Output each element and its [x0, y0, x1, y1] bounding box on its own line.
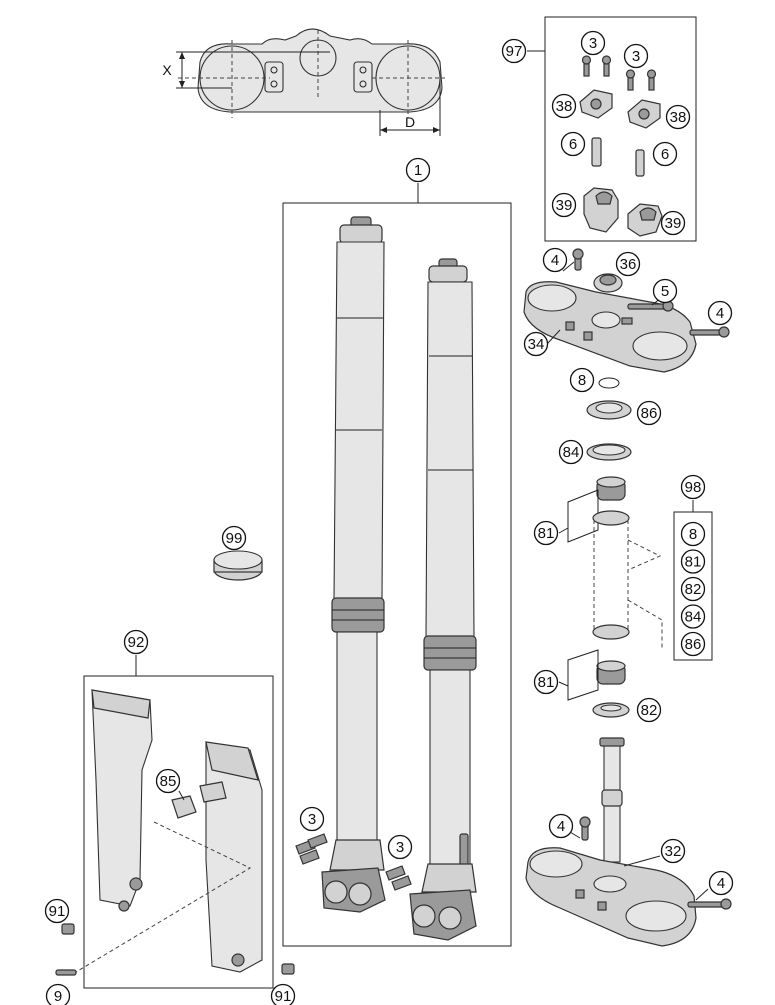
callout-number: 85 [160, 773, 177, 790]
callout-c39b: 39 [660, 210, 686, 236]
callout-c34: 34 [523, 331, 549, 357]
callout-c3d: 3 [387, 834, 413, 860]
callout-number: 81 [538, 674, 555, 691]
callout-number: 91 [275, 988, 292, 1005]
callout-number: 4 [557, 818, 565, 835]
callout-number: 98 [685, 479, 702, 496]
callout-number: 92 [128, 634, 145, 651]
kit-item-k86: 86 [680, 631, 706, 657]
callout-number: 97 [506, 43, 523, 60]
callout-number: 32 [665, 843, 682, 860]
callout-c92: 92 [123, 629, 149, 655]
callout-number: 3 [632, 48, 640, 65]
kit-item-k84: 84 [680, 604, 706, 629]
callout-number: 6 [569, 136, 577, 153]
fork-clamp-bolts [295, 833, 412, 891]
callout-number: 5 [661, 283, 669, 300]
callout-number: 6 [661, 146, 669, 163]
callout-c3c: 3 [299, 806, 325, 832]
callout-c32: 32 [660, 838, 686, 864]
callout-c81b: 81 [533, 669, 559, 695]
kit-item-number: 86 [685, 636, 702, 653]
kit-item-number: 81 [685, 554, 702, 571]
callout-number: 36 [620, 256, 637, 273]
callout-number: 3 [308, 811, 316, 828]
callout-c86: 86 [636, 400, 662, 426]
callout-c4c: 4 [548, 813, 574, 839]
callout-c98: 98 [680, 474, 706, 500]
callout-c91a: 91 [44, 898, 70, 924]
callout-number: 39 [556, 197, 573, 214]
callout-number: 99 [226, 530, 243, 547]
callout-number: 1 [414, 162, 422, 179]
callout-number: 34 [528, 336, 545, 353]
callout-number: 82 [641, 702, 658, 719]
callout-c4a: 4 [542, 247, 568, 273]
callout-number: 91 [49, 903, 66, 920]
callout-number: 4 [717, 875, 725, 892]
callout-c99: 99 [221, 525, 247, 551]
callout-c85: 85 [155, 768, 181, 794]
fork-protector-kit [55, 655, 295, 989]
bearing-kit-list [673, 500, 713, 661]
callout-c82: 82 [636, 697, 662, 723]
callout-c38b: 38 [665, 104, 691, 130]
callout-c6b: 6 [652, 141, 678, 167]
callout-number: 8 [578, 372, 586, 389]
callout-c81a: 81 [533, 520, 559, 546]
clamp-screws [581, 55, 657, 91]
kit-item-number: 8 [689, 526, 697, 543]
callout-c9: 9 [45, 983, 71, 1005]
fork-ring-99 [213, 550, 263, 581]
callout-c3a: 3 [580, 30, 606, 56]
steering-bearing-stack [567, 377, 663, 718]
callout-number: 81 [538, 525, 555, 542]
kit-item-k82: 82 [680, 576, 706, 602]
callout-number: 4 [716, 305, 724, 322]
right-fork-leg [409, 258, 477, 941]
callout-c3b: 3 [623, 43, 649, 69]
kit-list-labels: 8 81 82 84 86 [680, 521, 706, 657]
leader-lines [178, 261, 709, 901]
callout-c8: 8 [569, 367, 595, 393]
callout-number: 9 [54, 988, 62, 1005]
callout-number: 4 [551, 252, 559, 269]
kit-item-k8: 8 [680, 521, 706, 547]
callout-c5: 5 [652, 278, 678, 304]
callout-c4d: 4 [708, 870, 734, 896]
callout-c36: 36 [615, 251, 641, 277]
callout-c39a: 39 [551, 192, 577, 218]
fork-legs-assembly [282, 183, 512, 947]
callout-number: 84 [563, 444, 580, 461]
triple-clamp-dimension-view: X D [162, 28, 445, 136]
left-fork-leg [321, 216, 386, 913]
callout-number: 3 [589, 35, 597, 52]
handlebar-clamp-kit [527, 16, 697, 242]
callout-c1: 1 [405, 157, 431, 183]
callout-number: 39 [665, 215, 682, 232]
kit-item-number: 84 [685, 609, 702, 626]
callout-c91b: 91 [270, 983, 296, 1005]
callout-c6a: 6 [560, 131, 586, 157]
callout-number: 3 [396, 839, 404, 856]
callout-c4b: 4 [707, 300, 733, 326]
dimension-d-label: D [405, 114, 415, 130]
callout-c84: 84 [558, 439, 584, 465]
dimension-x-label: X [162, 62, 172, 78]
callout-c97: 97 [501, 38, 527, 64]
callout-number: 38 [556, 98, 573, 115]
callout-number: 38 [670, 109, 687, 126]
callout-c38a: 38 [551, 93, 577, 119]
kit-item-number: 82 [685, 581, 702, 598]
kit-item-k81: 81 [680, 549, 706, 574]
lower-triple-clamp [525, 737, 732, 947]
callout-number: 86 [641, 405, 658, 422]
